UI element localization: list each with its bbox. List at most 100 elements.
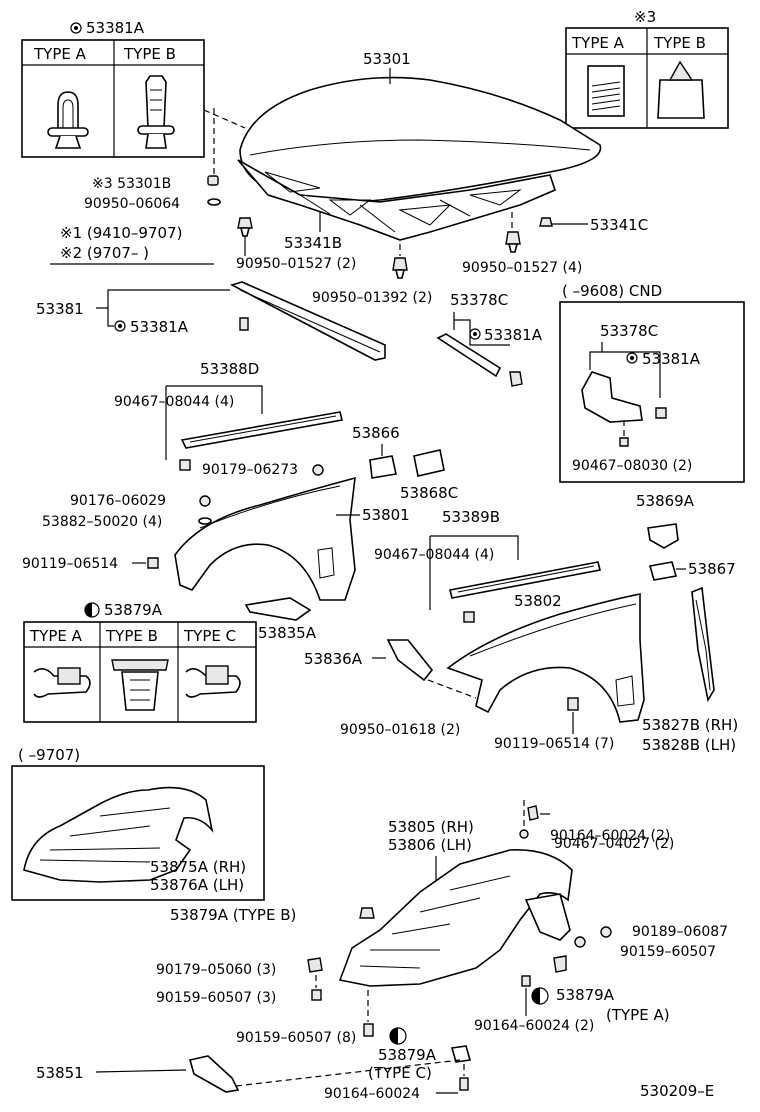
- clip-icon: [509, 371, 523, 387]
- label-nut-2: 90179–05060 (3): [156, 962, 276, 978]
- label-clip-2: 90950–01618 (2): [340, 722, 460, 738]
- hood-inner-frame: [237, 159, 556, 241]
- label-splash: 53851: [36, 1064, 84, 1082]
- clip-icon: [237, 217, 253, 237]
- circle-dot-icon: [74, 26, 78, 30]
- label-clip-typea: 53879A: [556, 986, 615, 1004]
- clip-type-b-icon: [137, 75, 175, 149]
- clip-type-a-icon: [33, 667, 91, 698]
- inset-cnd: ( –9608) CND 53378C 53381A 90467–08030 (…: [559, 282, 745, 483]
- label-screw-f: 90164–60024 (2): [474, 1018, 594, 1034]
- clip-icon: [450, 1045, 472, 1063]
- hood-assembly: [237, 76, 602, 241]
- label-liner-seal-l: 53835A: [258, 624, 317, 642]
- cushion-icon: [207, 198, 221, 206]
- clip-type-b-icon: [111, 659, 169, 711]
- circle-symbol-icon: [70, 22, 82, 34]
- nut-icon: [312, 464, 324, 476]
- seal-strip-right: [436, 333, 502, 378]
- label-seal-bracket: 53836A: [304, 650, 363, 668]
- label-bracket-2: 53868C: [400, 484, 458, 502]
- side-seal-strip: [691, 586, 715, 703]
- clip-icon: [359, 907, 375, 919]
- screw-icon: [459, 1077, 469, 1091]
- legend-ref3-type-a: TYPE A: [571, 34, 625, 52]
- label-bolt-1: 90119–06514: [22, 556, 118, 572]
- seal-bracket: [386, 639, 434, 682]
- label-nut-1: 90179–06273: [202, 462, 298, 478]
- label-hood-clip-right: 90950–01527 (4): [462, 260, 582, 276]
- label-seal-left-clip: 53381A: [130, 318, 189, 336]
- inset-cnd-p3: 90467–08030 (2): [572, 458, 692, 474]
- clip-icon: [239, 317, 249, 331]
- inset-cnd-p1: 53378C: [600, 322, 658, 340]
- label-hood-clip-left: 90950–01527 (2): [236, 256, 356, 272]
- liner-seal-left: [244, 597, 312, 621]
- clip-icon: [198, 517, 212, 525]
- note-1: ※1 (9410–9707): [60, 224, 182, 242]
- stopper-icon: [207, 175, 219, 186]
- liner-old: [23, 786, 214, 883]
- screw-icon: [311, 989, 322, 1001]
- clip-icon: [553, 955, 567, 973]
- inset-cnd-title: ( –9608) CND: [562, 282, 662, 300]
- label-bracket-4: 53867: [688, 560, 736, 578]
- label-clip-typec-sub: (TYPE C): [368, 1064, 432, 1082]
- label-seal-right: 53378C: [450, 291, 508, 309]
- fender-molding-right: [449, 561, 601, 599]
- label-fender-lh: 53801: [362, 506, 410, 524]
- bracket-2: [413, 449, 445, 477]
- label-hood-cushion: 90950–06064: [84, 196, 180, 212]
- label-fender-molding-l-screw: 90467–08044 (4): [114, 394, 234, 410]
- legend-53381a: 53381A TYPE A TYPE B: [21, 19, 205, 158]
- legend-clip-b-type-b: TYPE B: [105, 627, 158, 645]
- fender-left: [174, 476, 356, 601]
- legend-clip-b-code: 53879A: [104, 601, 163, 619]
- clip-type-c-icon: [185, 665, 241, 698]
- label-seal-left: 53381: [36, 300, 84, 318]
- bracket-1: [369, 455, 397, 479]
- screw-icon: [527, 805, 539, 821]
- bolt-icon: [147, 557, 159, 569]
- label-washer-1: 90176–06029: [70, 493, 166, 509]
- inset-liner-old-title: ( –9707): [18, 746, 80, 764]
- label-screw-h: 90164–60024: [324, 1086, 420, 1102]
- legend-ref3: ※3 TYPE A TYPE B: [565, 8, 729, 129]
- label-screw-b: 90164–60024 (2): [550, 828, 670, 844]
- fender-molding-left: [180, 411, 343, 449]
- screw-icon: [519, 829, 529, 839]
- seal-strip-left: [229, 281, 386, 361]
- nut-icon: [307, 957, 323, 973]
- screw-icon: [463, 611, 475, 623]
- cnd-bracket: [581, 371, 643, 423]
- clip-icon: [392, 257, 408, 279]
- legend-clip-b-type-a: TYPE A: [29, 627, 83, 645]
- legend-type-a-label: TYPE A: [33, 45, 87, 63]
- inset-liner-old-p1: 53875A (RH): [150, 858, 246, 876]
- legend-clip-a-code: 53381A: [86, 19, 145, 37]
- bracket-3: [647, 523, 679, 549]
- label-clip-typea-sub: (TYPE A): [606, 1006, 670, 1024]
- screw-icon: [363, 1023, 374, 1037]
- label-screw-d: 90189–06087: [632, 924, 728, 940]
- circle-symbol-icon: [469, 328, 481, 340]
- label-side-seal-rh: 53827B (RH): [642, 716, 738, 734]
- legend-ref3-code: ※3: [634, 8, 656, 26]
- clip-icon: [505, 231, 521, 253]
- clip-type-a-icon: [47, 91, 89, 149]
- splash-shield: [188, 1055, 240, 1093]
- label-liner-lh: 53806 (LH): [388, 836, 472, 854]
- label-fender-molding-l: 53388D: [200, 360, 259, 378]
- label-hood-seal: 53341C: [590, 216, 648, 234]
- fender-liner: [338, 849, 573, 987]
- legend-53879a: 53879A TYPE A TYPE B TYPE C: [23, 601, 257, 723]
- legend-clip-b-type-c: TYPE C: [183, 627, 236, 645]
- inset-liner-old-p2: 53876A (LH): [150, 876, 244, 894]
- screw-icon: [521, 975, 531, 987]
- label-screw-c: 90159–60507 (3): [156, 990, 276, 1006]
- label-bracket-3: 53869A: [636, 492, 695, 510]
- label-screw-g: 90159–60507 (8): [236, 1030, 356, 1046]
- screw-icon: [619, 437, 629, 447]
- seal-clip-icon: [539, 217, 553, 227]
